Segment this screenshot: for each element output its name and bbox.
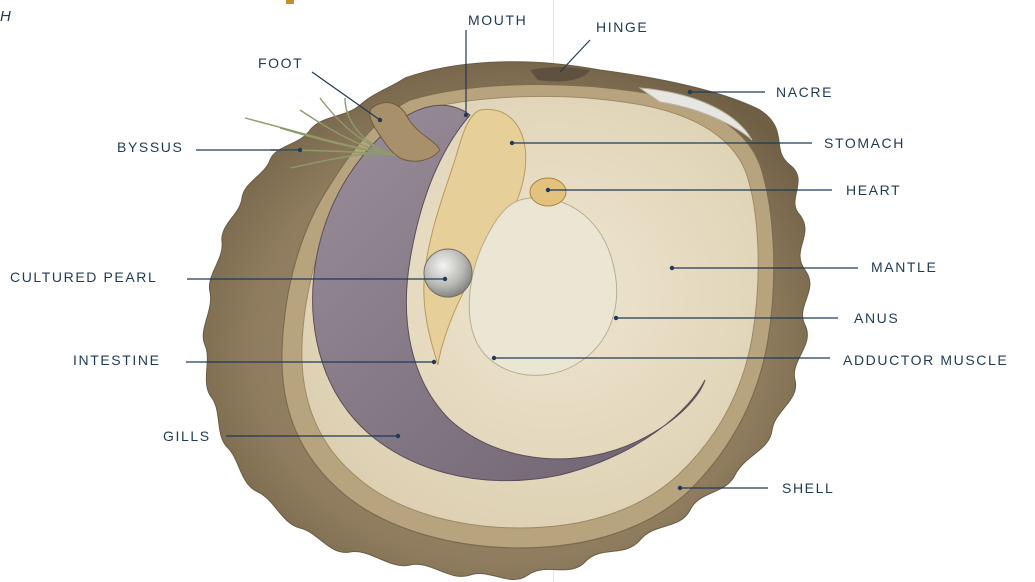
label-anus: ANUS bbox=[854, 310, 899, 326]
label-heart: HEART bbox=[846, 182, 901, 198]
label-mouth: MOUTH bbox=[468, 12, 527, 28]
label-hinge: HINGE bbox=[596, 19, 648, 35]
label-intestine: INTESTINE bbox=[73, 352, 161, 368]
cultured-pearl bbox=[424, 249, 472, 297]
label-shell: SHELL bbox=[782, 480, 834, 496]
label-foot: FOOT bbox=[258, 55, 303, 71]
label-nacre: NACRE bbox=[776, 84, 833, 100]
label-mantle: MANTLE bbox=[871, 259, 937, 275]
label-byssus: BYSSUS bbox=[117, 139, 183, 155]
label-cultured-pearl: CULTURED PEARL bbox=[10, 269, 157, 285]
label-stomach: STOMACH bbox=[824, 135, 905, 151]
label-adductor-muscle: ADDUCTOR MUSCLE bbox=[843, 352, 1008, 368]
label-gills: GILLS bbox=[163, 428, 211, 444]
